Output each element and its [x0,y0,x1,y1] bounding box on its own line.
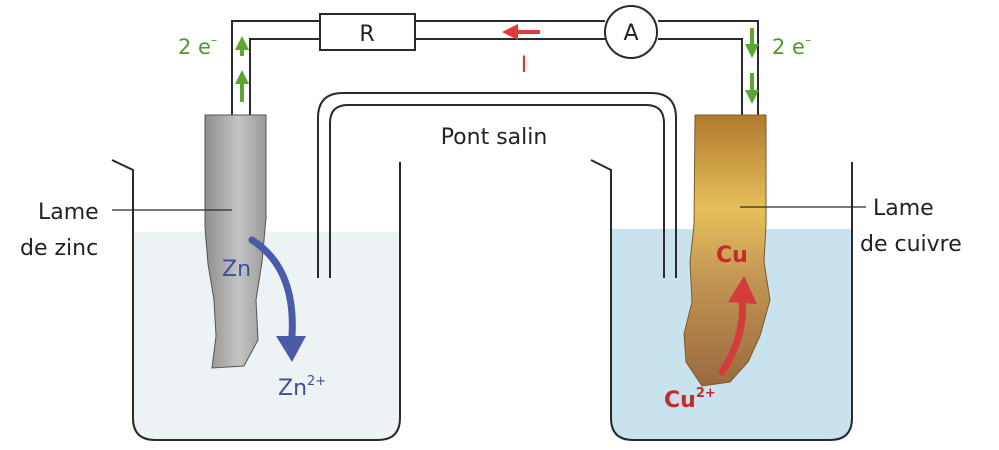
circuit-wire-inner [249,38,743,115]
right-beaker [590,159,853,441]
zinc-plate [204,114,267,369]
electrons-right-label: 2 e– [772,33,811,59]
zn-label: Zn [222,257,251,282]
salt-bridge-inner [329,104,665,278]
resistor [319,13,416,51]
copper-plate [683,114,771,387]
current-label: I [521,53,528,78]
resistor-label: R [359,22,374,47]
zn-oxidation-arrowhead [276,336,306,362]
cu-label: Cu [716,243,748,268]
left-solution [133,232,400,440]
electron-arrow-up-2 [235,70,249,102]
ammeter [604,5,658,59]
left-beaker [111,159,401,441]
cu-ion-label: Cu2+ [664,386,716,413]
electron-arrow-down-1-shaft [750,28,754,44]
zinc-plate-label-line1: Lame [38,200,99,225]
cu-reduction-arrow [718,296,747,376]
current-arrow [502,24,540,40]
circuit-wire-outer [231,20,759,115]
salt-bridge-outer [317,92,677,278]
cu-reduction-arrowhead [728,276,757,304]
electron-arrow-down-1 [745,44,759,58]
electron-arrow-down-2-shaft [750,73,754,90]
zinc-plate-label-line2: de zinc [20,236,98,261]
zn-ion-label: Zn2+ [278,374,326,401]
zn-oxidation-arrow [248,236,296,340]
electrons-left-label: 2 e– [178,33,217,59]
salt-bridge-label: Pont salin [441,125,548,150]
ammeter-label: A [623,21,638,46]
copper-plate-label-line2: de cuivre [860,232,962,257]
electron-arrow-up-1 [235,36,249,56]
copper-plate-label-line1: Lame [873,196,934,221]
electron-arrow-down-2 [745,90,759,104]
